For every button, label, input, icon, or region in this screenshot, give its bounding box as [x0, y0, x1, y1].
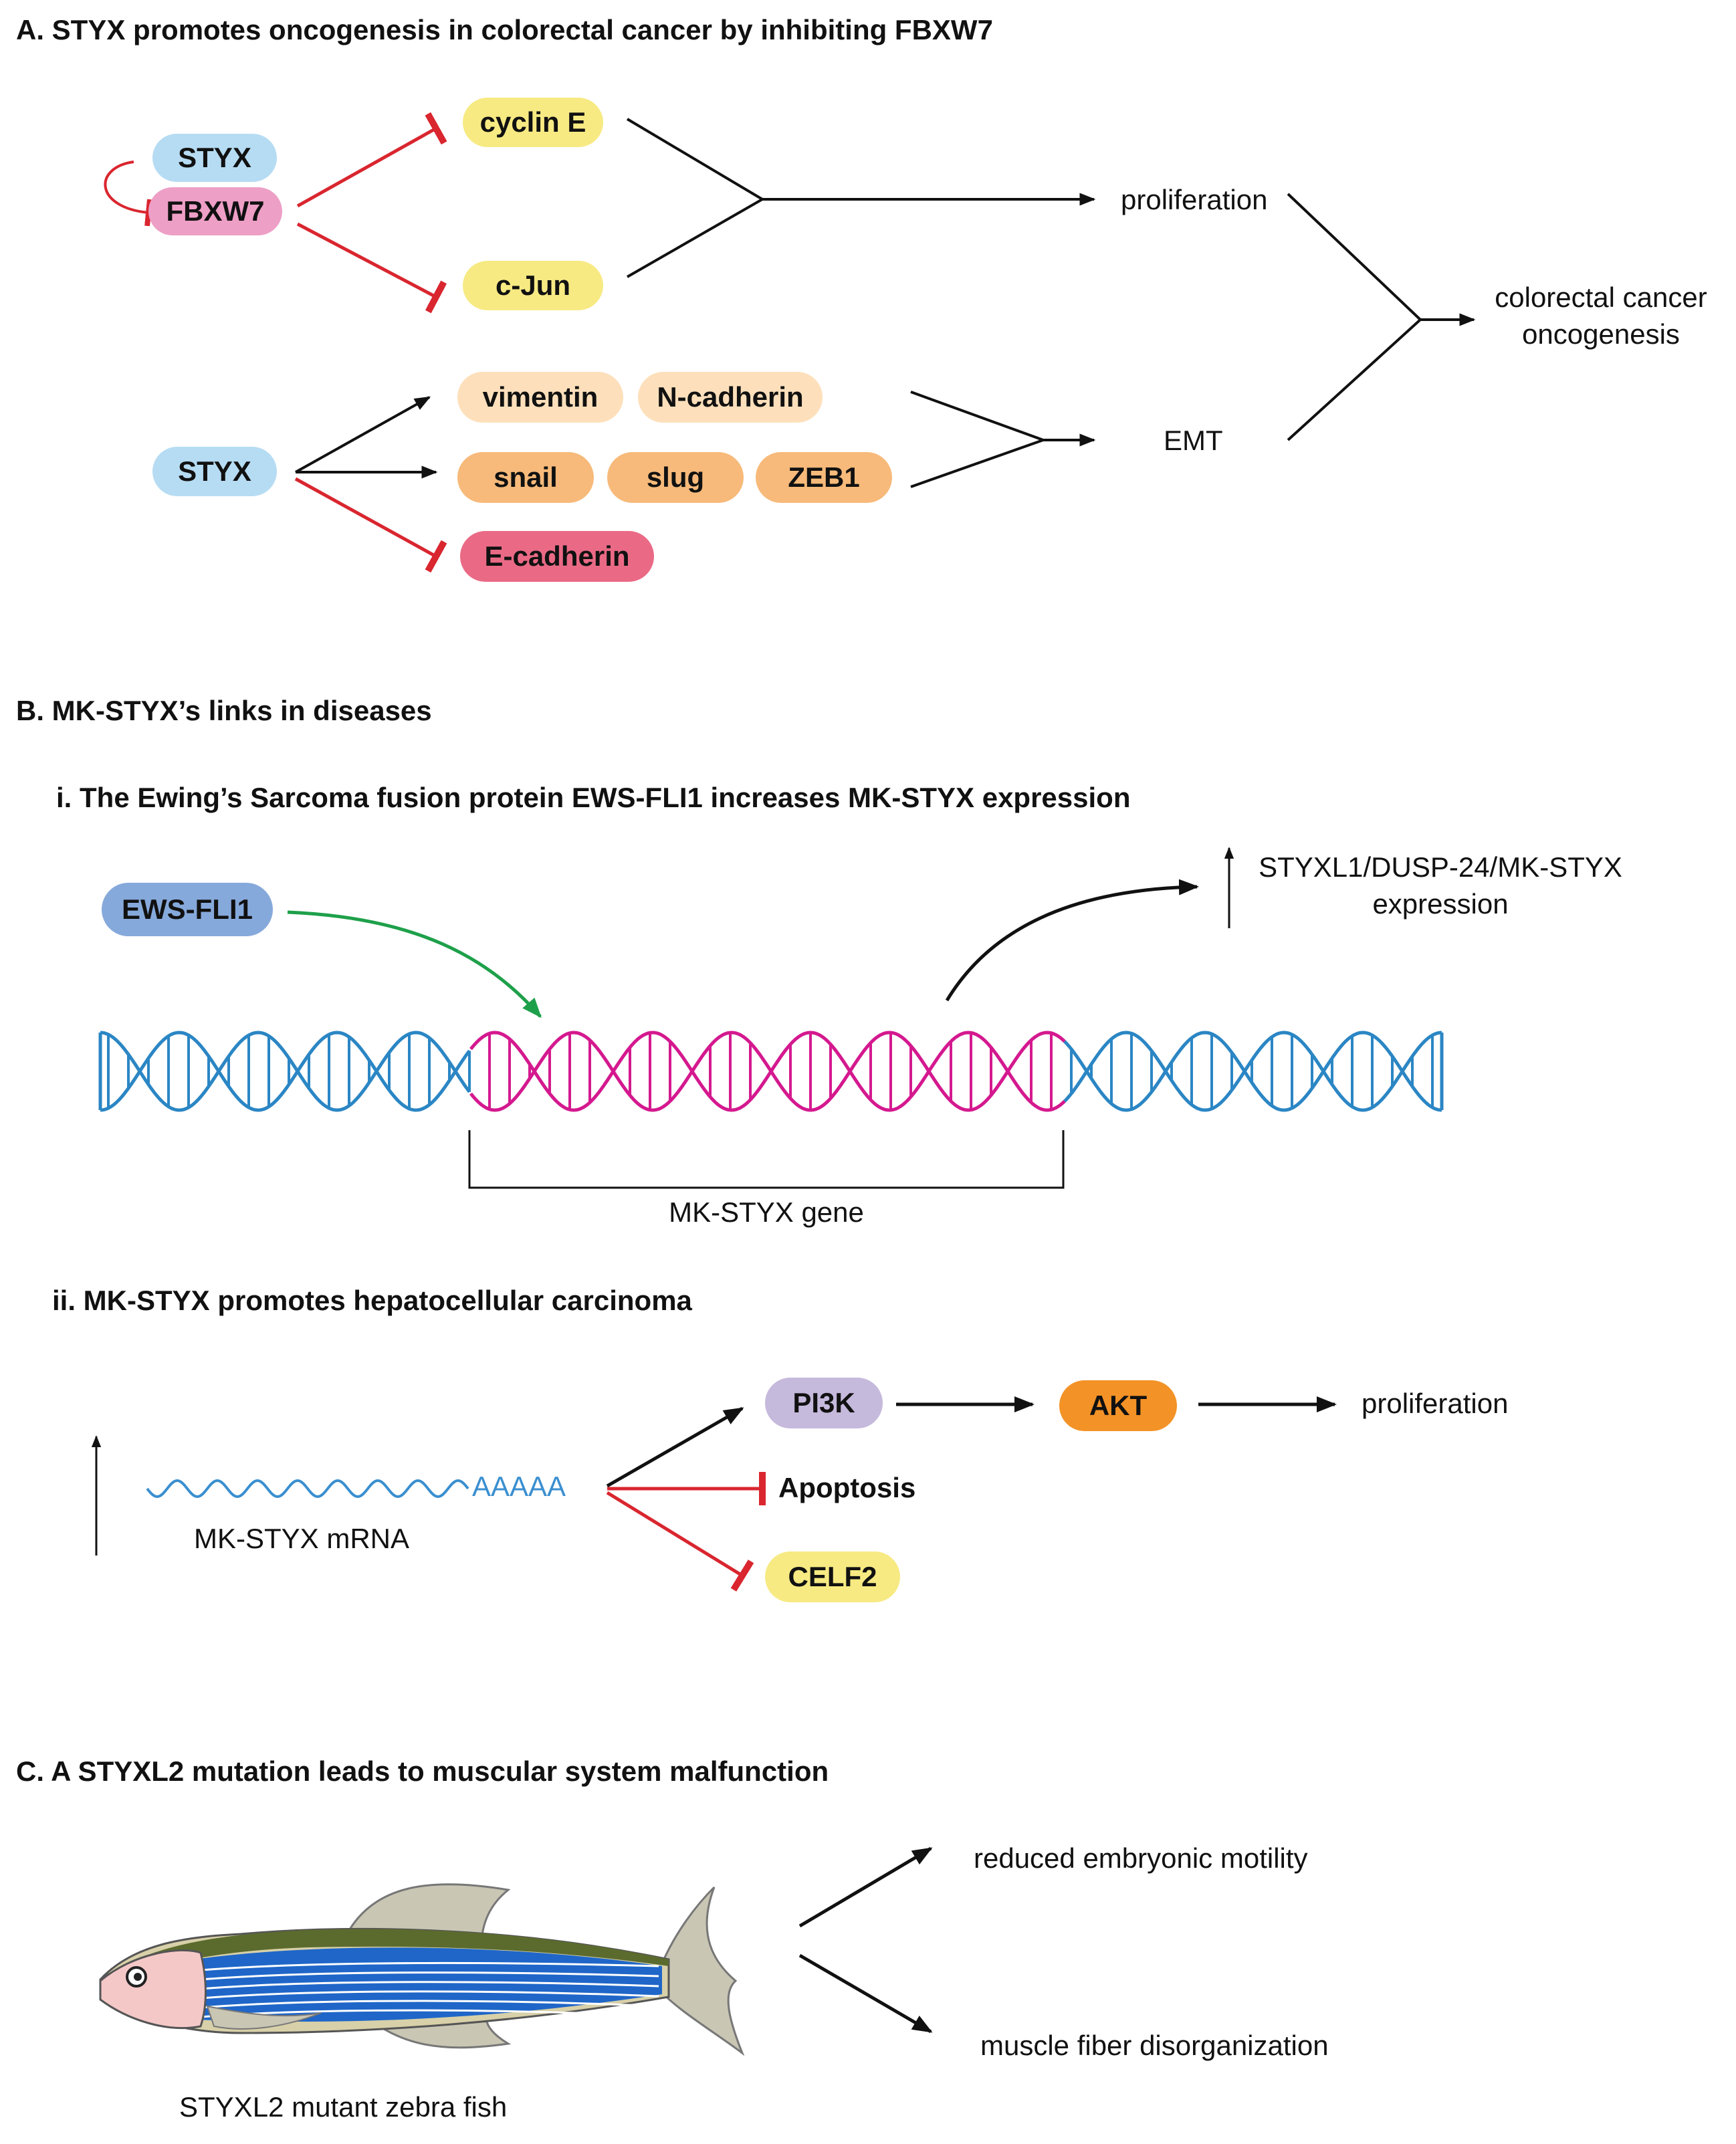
reduced-motility-label: reduced embryonic motility	[974, 1842, 1308, 1874]
colorectal-cancer-oncogenesis-label: colorectal cancer oncogenesis	[1474, 280, 1728, 352]
panel-b-ii-title: ii. MK-STYX promotes hepatocellular carc…	[52, 1285, 692, 1316]
ews-fli1-node: EWS-FLI1	[102, 883, 273, 936]
apoptosis-label: Apoptosis	[778, 1472, 916, 1503]
merge-lines-proliferation	[626, 118, 765, 278]
fish-tail-fin	[661, 1886, 745, 2056]
proliferation-label-b: proliferation	[1362, 1388, 1509, 1419]
expression-label: STYXL1/DUSP-24/MK-STYX expression	[1240, 849, 1641, 922]
mk-styx-mrna-label: MK-STYX mRNA	[194, 1523, 410, 1554]
mutant-zebrafish-label: STYXL2 mutant zebra fish	[179, 2091, 508, 2123]
panel-b-i-title: i. The Ewing’s Sarcoma fusion protein EW…	[56, 782, 1131, 813]
dna-strand	[469, 1031, 1066, 1112]
fiber-disorganization-label: muscle fiber disorganization	[980, 2030, 1329, 2061]
akt-node: AKT	[1059, 1380, 1177, 1431]
emt-label: EMT	[1164, 425, 1223, 456]
merge-lines-emt	[910, 391, 1047, 488]
styx-bottom-node: STYX	[152, 447, 277, 496]
outcome-line-1: colorectal cancer	[1495, 282, 1707, 313]
mk-styx-gene-label: MK-STYX gene	[669, 1196, 864, 1228]
merge-lines-oncogenesis	[1287, 193, 1422, 441]
cyclin-e-node: cyclin E	[463, 98, 603, 147]
inhibit-arrow-celf2	[606, 1491, 754, 1592]
dna-double-helix	[98, 1031, 1444, 1112]
arrow-to-fiber-disorganization	[798, 1953, 933, 2034]
slug-node: slug	[607, 452, 744, 503]
pi3k-node: PI3K	[765, 1378, 883, 1428]
mrna-polya-tail: AAAAA	[472, 1471, 566, 1502]
panel-c-title: C. A STYXL2 mutation leads to muscular s…	[16, 1755, 829, 1787]
zeb1-node: ZEB1	[756, 452, 892, 503]
celf2-node: CELF2	[765, 1551, 900, 1602]
fish-muscle-stripe	[200, 1981, 659, 1990]
expression-arrow	[945, 879, 1199, 1002]
fish-muscle-stripe	[200, 1961, 659, 1971]
e-cadherin-node: E-cadherin	[460, 531, 654, 582]
inhibit-arrow-cyclin-e	[296, 112, 447, 208]
mk-styx-gene-bracket	[468, 1130, 1065, 1189]
fbxw7-self-inhibition-arc	[104, 160, 152, 227]
inhibit-arrow-c-jun	[296, 222, 447, 314]
c-jun-node: c-Jun	[463, 261, 603, 310]
fish-muscle-stripe	[200, 1971, 659, 1981]
proliferation-label-a: proliferation	[1121, 184, 1268, 215]
zebrafish-illustration	[99, 1883, 745, 2056]
arrow-to-reduced-motility	[798, 1846, 933, 1928]
fish-pupil	[134, 1973, 142, 1981]
inhibit-arrow-e-cadherin	[294, 477, 447, 573]
fish-dorsal-back	[107, 1929, 669, 1982]
dna-strand	[100, 1031, 471, 1112]
fish-muscle-stripe	[200, 1990, 659, 2000]
fbxw7-node: FBXW7	[148, 187, 282, 235]
dna-strand	[469, 1031, 1066, 1112]
expression-line-1: STYXL1/DUSP-24/MK-STYX	[1259, 851, 1622, 883]
panel-b-title: B. MK-STYX’s links in diseases	[16, 695, 432, 726]
dna-strand	[1063, 1031, 1442, 1112]
panel-a-title: A. STYX promotes oncogenesis in colorect…	[16, 14, 993, 45]
fish-muscle-stripe	[200, 2000, 659, 2009]
snail-node: snail	[457, 452, 594, 503]
n-cadherin-node: N-cadherin	[638, 372, 823, 423]
fish-pectoral-fin	[206, 2005, 322, 2030]
styx-top-node: STYX	[152, 134, 277, 182]
dna-strand	[1063, 1031, 1442, 1112]
mk-styx-mrna-wave	[146, 1479, 469, 1498]
dna-strand	[100, 1031, 471, 1112]
activate-arrow-vimentin	[295, 396, 431, 473]
expression-line-2: expression	[1372, 887, 1509, 920]
outcome-line-2: oncogenesis	[1522, 318, 1680, 350]
activate-arrow-pi3k	[606, 1406, 744, 1488]
fish-head	[99, 1949, 207, 2030]
vimentin-node: vimentin	[457, 372, 623, 423]
ews-fli1-binding-arrow	[287, 910, 542, 1019]
